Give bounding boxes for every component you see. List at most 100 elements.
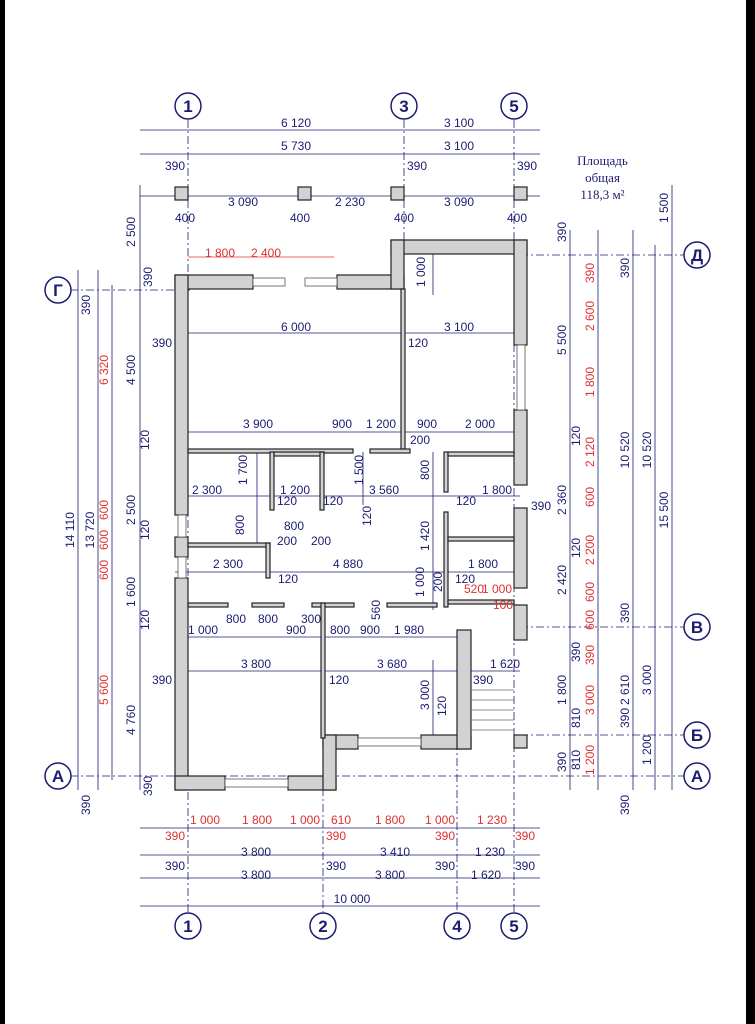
dimension-label: 6 320: [97, 355, 111, 385]
dimension-label: 2 360: [555, 485, 569, 515]
dimension-label: 3 410: [380, 845, 410, 859]
dimension-label: 3 560: [369, 483, 399, 497]
axis-label: Г: [53, 281, 63, 300]
dimension-label: 900: [417, 417, 437, 431]
dimension-label: 600: [583, 610, 597, 630]
axis-bubble: [390, 92, 418, 120]
area-value: 118,3 м²: [580, 187, 625, 202]
dimension-label: 560: [369, 600, 383, 620]
dimension-label: 390: [152, 336, 172, 350]
dimension-label: 2 420: [555, 565, 569, 595]
dimension-label: 800: [258, 612, 278, 626]
dimension-label: 1 200: [583, 745, 597, 775]
dimension-label: 1 420: [418, 521, 432, 551]
dimension-label: 390: [165, 159, 185, 173]
dimension-label: 100: [493, 598, 513, 612]
dimension-label: 200: [311, 534, 331, 548]
axis-label: А: [52, 767, 64, 786]
dimension-label: 390: [152, 673, 172, 687]
dimension-label: 3 800: [241, 868, 271, 882]
dimension-label: 1 500: [352, 455, 366, 485]
dimension-label: 10 000: [334, 892, 371, 906]
dimension-label: 3 000: [583, 685, 597, 715]
area-label: Площадь общая 118,3 м²: [560, 152, 645, 203]
dimension-label: 810: [569, 750, 583, 770]
dimension-label: 2 120: [583, 437, 597, 467]
dimension-label: 5 730: [281, 139, 311, 153]
dimension-label: 120: [435, 696, 449, 716]
dimension-label: 1 600: [124, 577, 138, 607]
dimension-label: 400: [394, 211, 414, 225]
dimension-label: 390: [435, 829, 455, 843]
dimension-label: 1 800: [205, 246, 235, 260]
dimension-label: 2 000: [465, 417, 495, 431]
dimension-label: 390: [407, 159, 427, 173]
dimension-label: 3 090: [228, 195, 258, 209]
dimension-label: 1 800: [583, 367, 597, 397]
dimension-label: 1 230: [475, 845, 505, 859]
dimension-label: 6 120: [281, 116, 311, 130]
dimension-label: 120: [138, 430, 152, 450]
area-title-line1: Площадь: [577, 153, 628, 168]
dimension-label: 3 090: [444, 195, 474, 209]
dimension-label: 1 800: [468, 557, 498, 571]
dimension-label: 520: [464, 582, 484, 596]
dimension-label: 390: [515, 859, 535, 873]
dimension-label: 390: [141, 776, 155, 796]
dimension-label: 120: [138, 520, 152, 540]
dimension-label: 3 100: [444, 139, 474, 153]
dimension-label: 390: [618, 603, 632, 623]
dimension-label: 610: [331, 813, 351, 827]
dimension-label: 4 880: [333, 557, 363, 571]
dimension-label: 800: [226, 612, 246, 626]
dimension-label: 390: [618, 258, 632, 278]
axis-label: Б: [691, 726, 703, 745]
dimension-label: 390: [141, 267, 155, 287]
dimension-label: 3 680: [377, 657, 407, 671]
entrance-steps: [471, 689, 514, 731]
dimension-label: 10 520: [640, 431, 654, 468]
dimension-label: 1 800: [242, 813, 272, 827]
dimension-label: 800: [284, 519, 304, 533]
dimension-label: 200: [431, 572, 445, 592]
axis-bubble: [174, 92, 202, 120]
dimension-label: 1 200: [280, 483, 310, 497]
dimension-label: 390: [326, 859, 346, 873]
dimension-label: 390: [583, 645, 597, 665]
dimension-label: 3 800: [241, 845, 271, 859]
dimension-label: 390: [165, 829, 185, 843]
dimension-label: 390: [555, 222, 569, 242]
dimension-label: 4 500: [124, 355, 138, 385]
dimension-label: 4 760: [124, 705, 138, 735]
dimension-label: 1 500: [657, 193, 671, 223]
dimension-label: 800: [233, 515, 247, 535]
dimension-label: 600: [97, 500, 111, 520]
axis-bubble: [44, 276, 72, 304]
dimension-label: 600: [97, 560, 111, 580]
dimension-label: 2 500: [124, 495, 138, 525]
axis-bubble: [500, 912, 528, 940]
dimension-label: 390: [517, 159, 537, 173]
dimension-label: 900: [360, 623, 380, 637]
dimension-label: 1 620: [471, 868, 501, 882]
dimension-label: 10 520: [618, 431, 632, 468]
dimension-label: 2 600: [583, 301, 597, 331]
dimension-label: 3 100: [444, 116, 474, 130]
dimension-label: 3 000: [418, 680, 432, 710]
dimension-label: 1 800: [482, 483, 512, 497]
dimension-label: 600: [583, 582, 597, 602]
dimension-label: 1 200: [640, 735, 654, 765]
dimension-label: 3 800: [241, 657, 271, 671]
axis-label: Д: [691, 246, 703, 265]
axis-bubble: [683, 613, 711, 641]
axis-label: 1: [183, 917, 192, 936]
axis-label: 3: [399, 97, 408, 116]
dimension-label: 1 800: [555, 675, 569, 705]
dimension-label: 1 000: [413, 567, 427, 597]
dimension-label: 390: [435, 859, 455, 873]
dimension-label: 1 700: [236, 455, 250, 485]
dimension-label: 200: [410, 433, 430, 447]
axis-label: 4: [452, 917, 462, 936]
